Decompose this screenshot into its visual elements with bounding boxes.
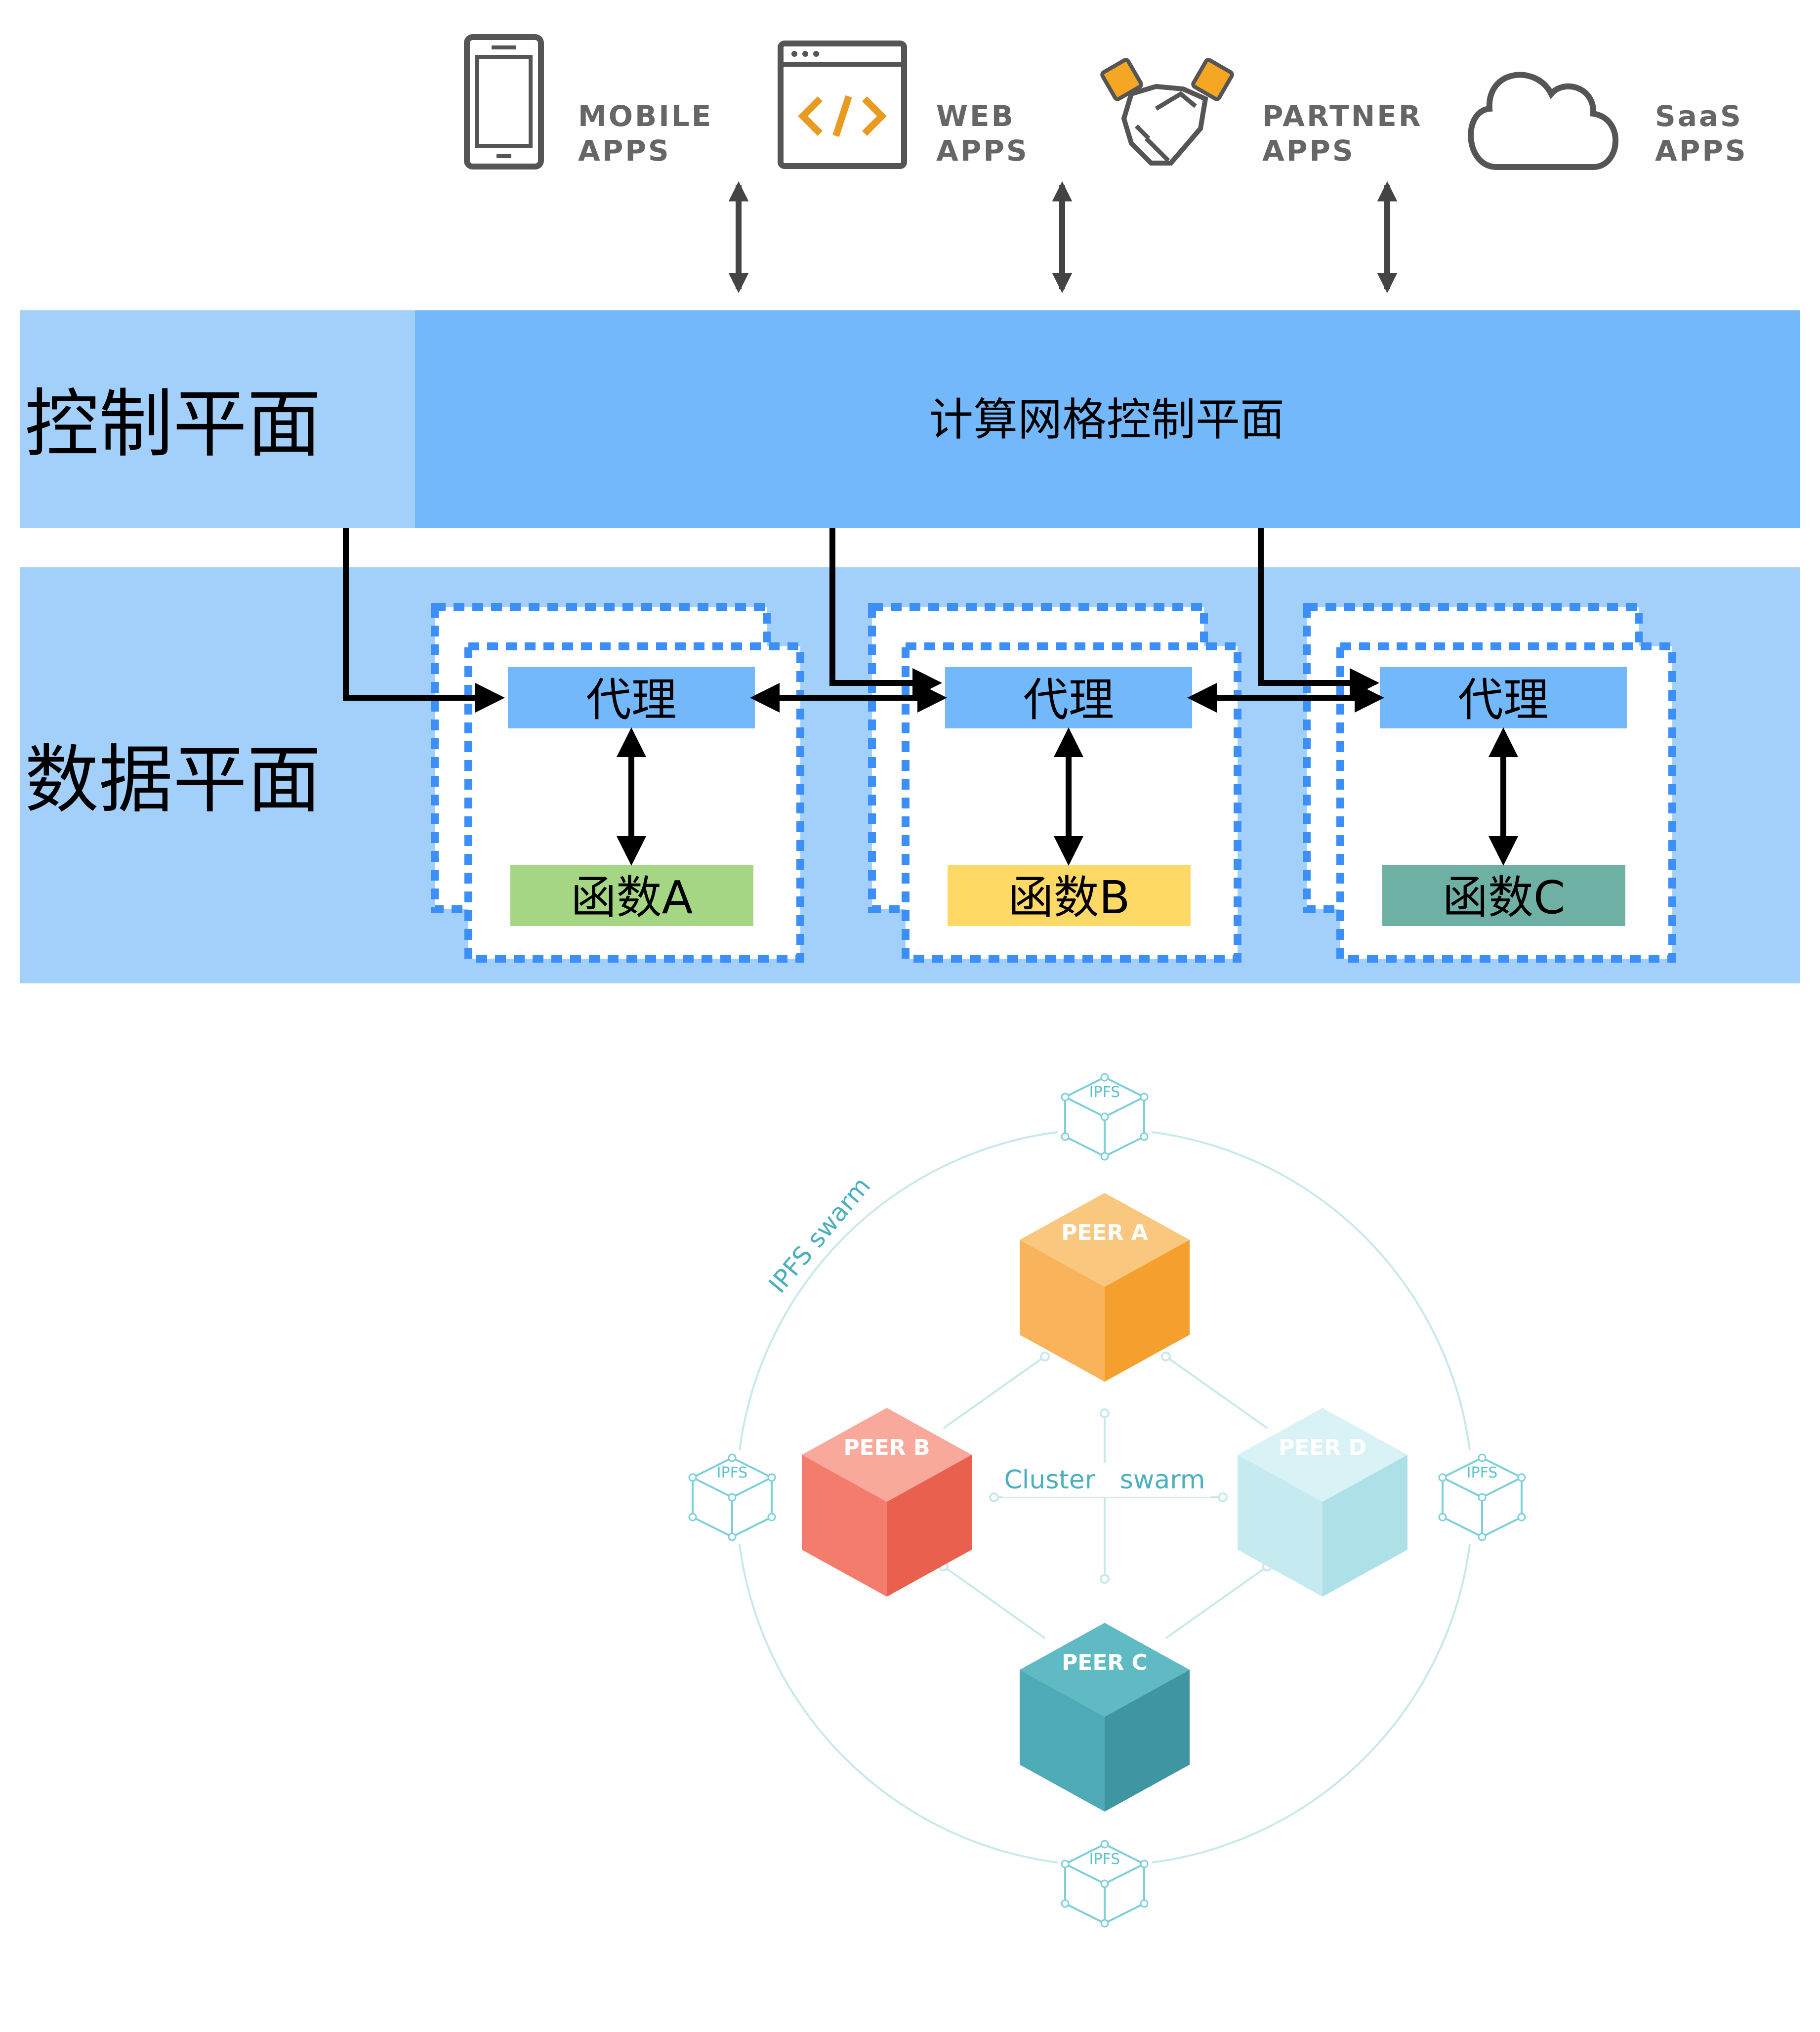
- peer-cube-left: [1238, 1455, 1323, 1597]
- handshake-icon: [1100, 58, 1234, 166]
- proxy-label: 代理: [586, 674, 677, 726]
- proxy-label: 代理: [1458, 674, 1549, 726]
- peer-label: PEER B: [843, 1435, 930, 1460]
- proxy-box: [508, 667, 755, 728]
- app-label-line2: APPS: [1655, 134, 1748, 168]
- ipfs-node-icon: IPFS: [1435, 1450, 1529, 1544]
- app-label-line2: APPS: [578, 134, 671, 168]
- ipfs-node-icon: IPFS: [1058, 1837, 1152, 1931]
- peer-cube-right: [887, 1455, 972, 1597]
- control-plane-banner-text: 计算网格控制平面: [929, 394, 1284, 446]
- proxy-label: 代理: [1023, 674, 1114, 726]
- app-web: WEB APPS: [778, 41, 1029, 169]
- peer-cube-right: [1105, 1240, 1190, 1382]
- peer-cube-right: [1105, 1670, 1190, 1812]
- function-box: [510, 865, 753, 926]
- ipfs-nodes: IPFS IPFS IPFS IPFS: [685, 1070, 1529, 1931]
- ipfs-node-label: IPFS: [1089, 1851, 1120, 1868]
- app-label-line1: MOBILE: [578, 99, 713, 133]
- peer-label: PEER A: [1061, 1220, 1148, 1245]
- function-label: 函数A: [571, 871, 693, 924]
- proxy-box: [945, 667, 1192, 728]
- peer-cube: PEER C: [1020, 1623, 1190, 1812]
- peer-cube: PEER A: [1020, 1193, 1190, 1382]
- peer-cube-left: [1020, 1670, 1105, 1812]
- ipfs-node-label: IPFS: [1467, 1464, 1498, 1482]
- ipfs-node-icon: IPFS: [1058, 1070, 1152, 1164]
- ipfs-node-label: IPFS: [717, 1464, 748, 1482]
- proxy-box: [1380, 667, 1627, 728]
- function-label: 函数C: [1443, 871, 1565, 924]
- cluster-label-bg: [1003, 1463, 1210, 1497]
- function-box: [1382, 865, 1625, 926]
- peer-cube-right: [1323, 1455, 1407, 1597]
- app-saas: SaaS APPS: [1468, 72, 1748, 170]
- cloud-icon: [1468, 72, 1619, 170]
- control-plane-banner: [415, 310, 1800, 528]
- peer-cube: PEER B: [802, 1408, 972, 1597]
- function-label: 函数B: [1008, 871, 1130, 924]
- ipfs-node-icon: IPFS: [685, 1450, 779, 1544]
- app-partner: PARTNER APPS: [1100, 58, 1423, 168]
- data-plane-label: 数据平面: [25, 737, 321, 823]
- peer-label: PEER D: [1279, 1435, 1366, 1460]
- ipfs-node-label: IPFS: [1089, 1084, 1120, 1101]
- app-label-line1: PARTNER: [1262, 99, 1423, 133]
- ipfs-swarm-label: IPFS swarm: [763, 1172, 876, 1299]
- control-plane-label: 控制平面: [25, 381, 321, 467]
- app-label-line1: SaaS: [1655, 99, 1743, 133]
- peers: PEER A PEER B PEER C PEER D: [802, 1193, 1407, 1812]
- app-label-line1: WEB: [936, 99, 1015, 133]
- app-mobile: MOBILE APPS: [464, 34, 713, 169]
- function-box: [948, 865, 1191, 926]
- app-label-line2: APPS: [1262, 134, 1355, 168]
- cluster-swarm-label: Cluster swarm: [1004, 1465, 1205, 1495]
- peer-cube-left: [1020, 1240, 1105, 1382]
- web-code-icon: [778, 41, 907, 169]
- app-label-line2: APPS: [936, 134, 1029, 168]
- control-to-proxy-arrow: [343, 528, 505, 713]
- peer-label: PEER C: [1062, 1650, 1148, 1675]
- peer-cube-left: [802, 1455, 887, 1597]
- peer-cube: PEER D: [1238, 1408, 1407, 1597]
- mobile-phone-icon: [464, 34, 544, 169]
